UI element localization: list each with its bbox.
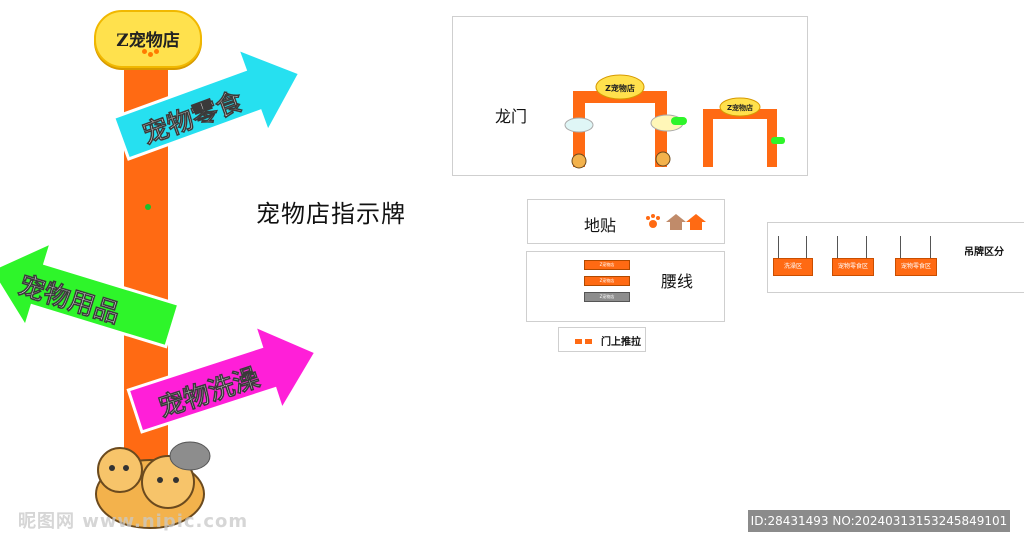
pole-decoration-dot — [145, 204, 151, 210]
store-logo-sign: Z宠物店 — [94, 10, 202, 68]
cat-illustration — [95, 441, 211, 529]
waistline-bar: Z宠物店 — [584, 292, 630, 302]
hanging-wire — [900, 236, 901, 258]
door-push-pull-label: 门上推拉 — [601, 337, 641, 348]
hanging-sign: 宠物零食区 — [832, 258, 874, 276]
waistline-bar: Z宠物店 — [584, 260, 630, 270]
hanging-signs-panel: 吊牌区分 — [767, 222, 1024, 293]
watermark-text: 昵图网 www.nipic.com — [18, 511, 249, 532]
paw-icon — [154, 49, 159, 54]
hanging-wire — [866, 236, 867, 258]
image-id-footer: ID:28431493 NO:20240313153245849101 — [748, 510, 1010, 532]
gate-illustration: Z宠物店 Z宠物店 — [564, 74, 785, 169]
gate-sign-text-2: Z宠物店 — [727, 103, 753, 112]
paw-print-icon — [646, 214, 660, 228]
floor-sticker-icons — [646, 214, 706, 230]
page-title: 宠物店指示牌 — [256, 200, 406, 228]
door-push-pull-panel: 门上推拉 — [558, 327, 646, 352]
arrow-sign-snacks: 宠物零食 — [111, 46, 302, 161]
house-arrow-icon — [686, 214, 706, 230]
hanging-sign: 宠物零食区 — [895, 258, 937, 276]
gate-label: 龙门 — [495, 107, 528, 126]
floor-sticker-panel: 地贴 — [527, 199, 725, 244]
paw-icon — [142, 49, 147, 54]
push-sign-icon — [575, 339, 582, 344]
floor-sticker-label: 地贴 — [584, 216, 617, 235]
gate-panel: 龙门 Z宠物店 Z宠物店 — [452, 16, 808, 176]
store-logo-text: Z宠物店 — [116, 31, 180, 51]
hanging-wire — [837, 236, 838, 258]
hanging-wire — [930, 236, 931, 258]
hanging-sign: 洗澡区 — [773, 258, 813, 276]
pull-sign-icon — [585, 339, 592, 344]
hanging-wire — [778, 236, 779, 258]
hanging-signs-label: 吊牌区分 — [964, 247, 1004, 258]
house-arrow-icon — [666, 214, 686, 230]
waistline-label: 腰线 — [661, 272, 694, 291]
arrow-sign-supplies: 宠物用品 — [0, 239, 181, 349]
gate-sign-text: Z宠物店 — [605, 83, 635, 93]
paw-icon — [148, 52, 153, 57]
hanging-wire — [806, 236, 807, 258]
waistline-bar: Z宠物店 — [584, 276, 630, 286]
